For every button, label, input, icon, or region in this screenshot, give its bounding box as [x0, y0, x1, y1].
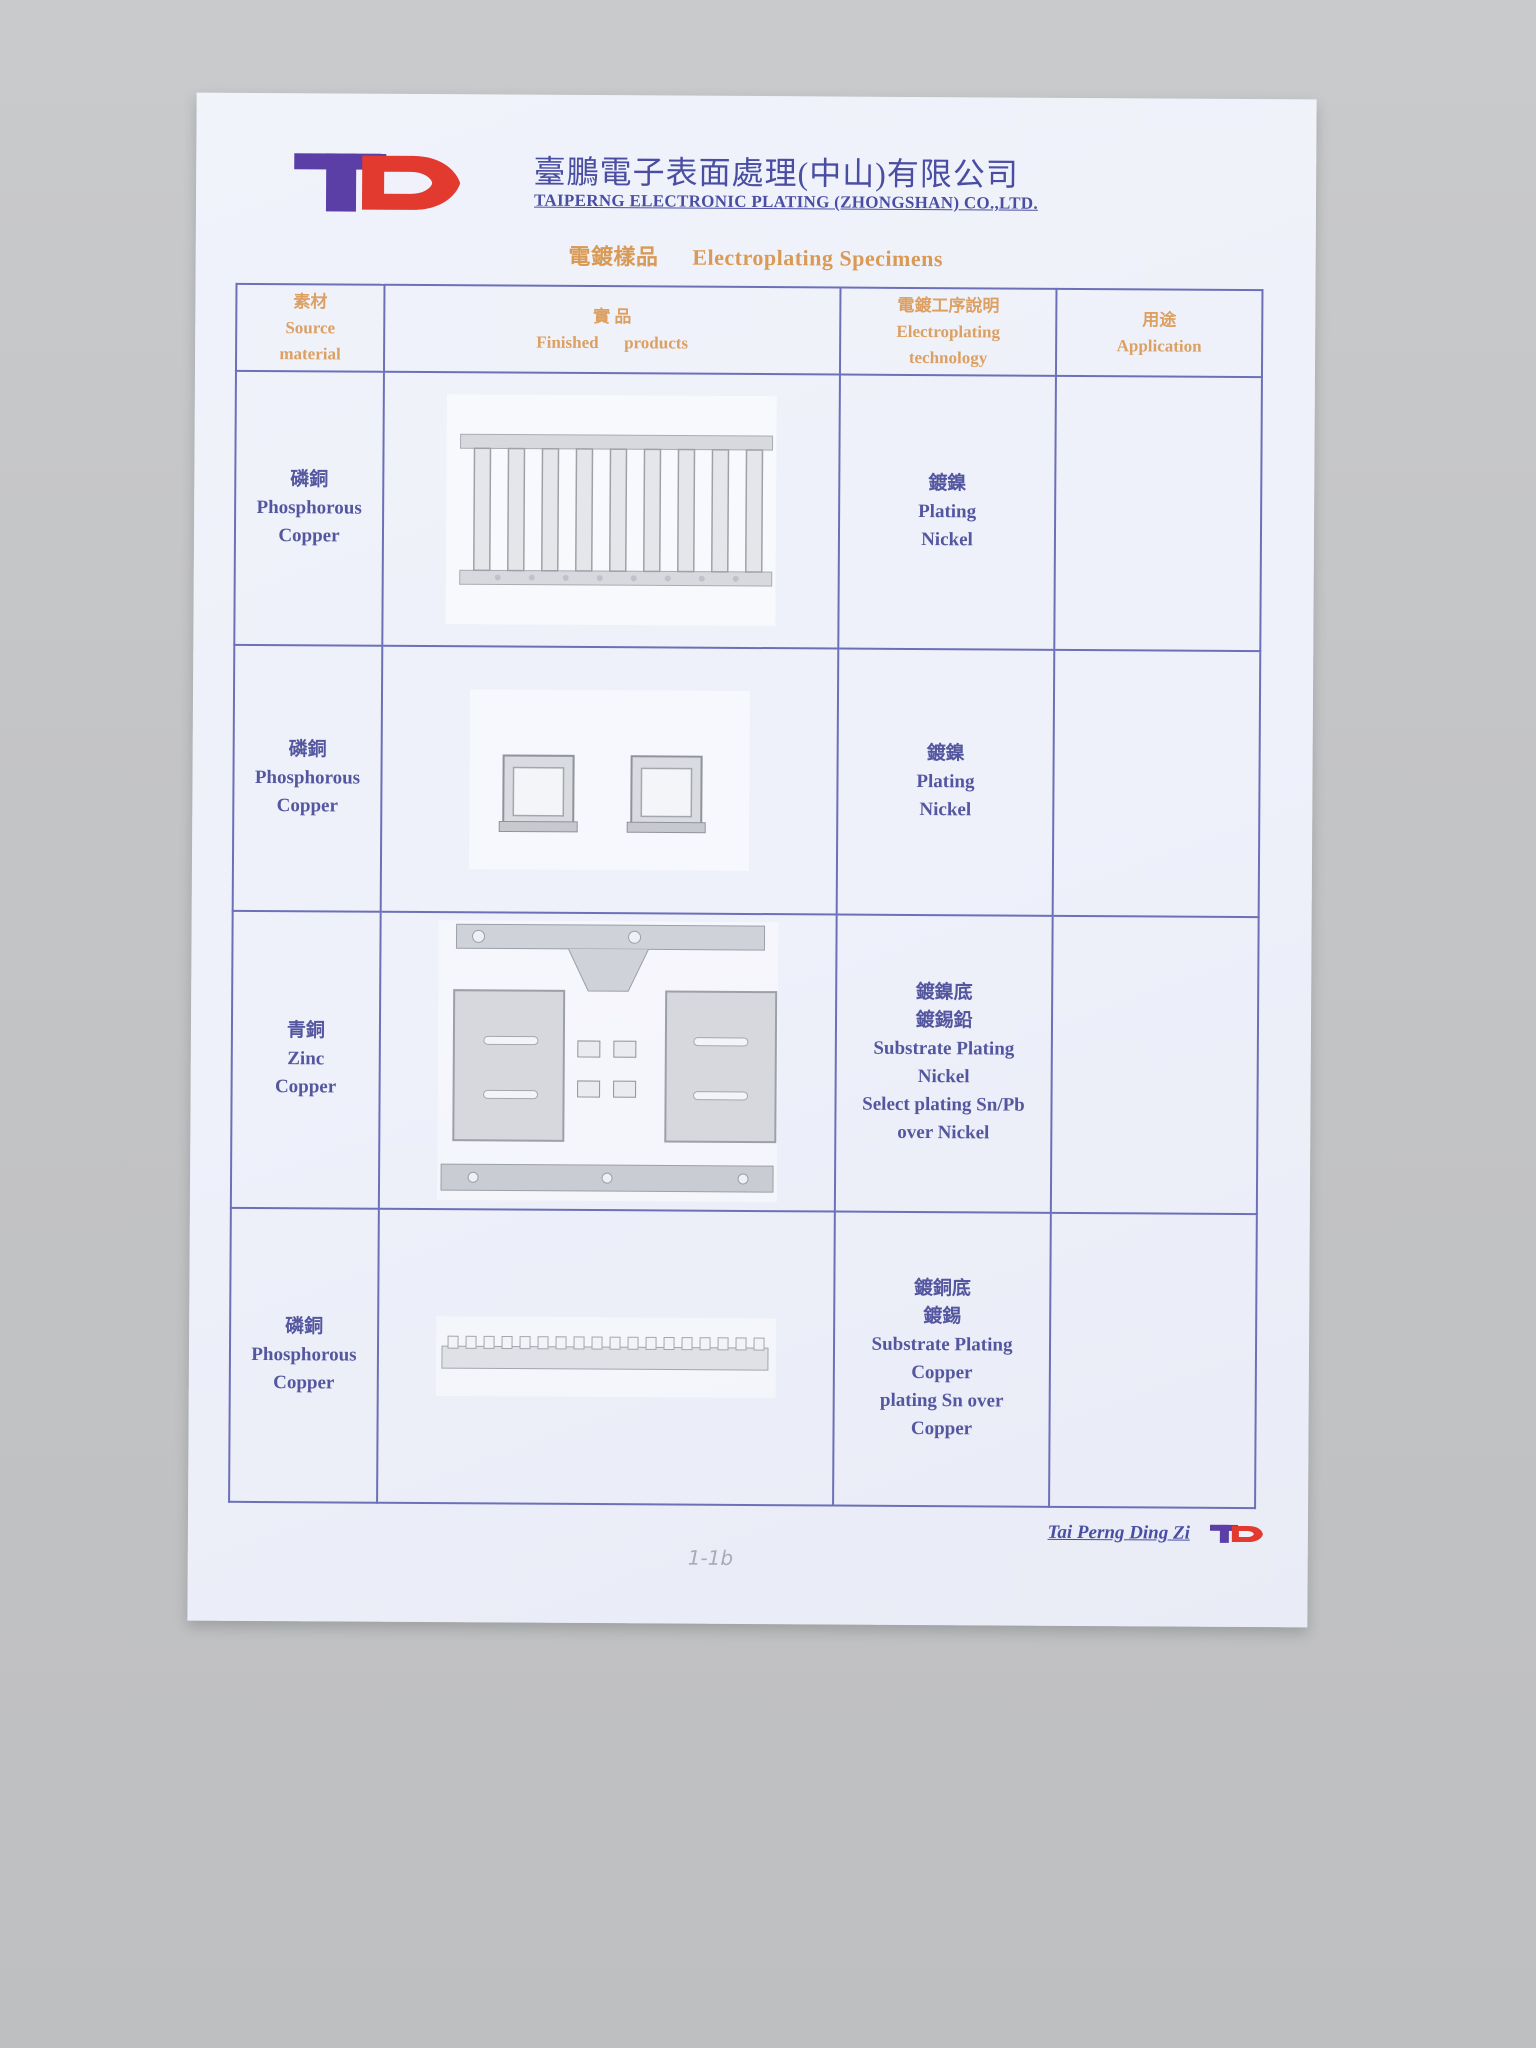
handwritten-note: 1-1b — [687, 1545, 734, 1570]
application-cell — [1054, 376, 1262, 652]
specimen-cell — [380, 646, 839, 915]
specimen-sheet: 臺鵬電子表面處理(中山)有限公司 TAIPERNG ELECTRONIC PLA… — [187, 92, 1317, 1628]
shield-boxes-icon — [468, 689, 751, 872]
table-row: 磷銅 Phosphorous Copper — [234, 371, 1262, 652]
company-name-chinese: 臺鵬電子表面處理(中山)有限公司 — [533, 153, 1019, 193]
company-name-english: TAIPERNG ELECTRONIC PLATING (ZHONGSHAN) … — [534, 190, 1038, 213]
company-logo-icon — [294, 153, 461, 212]
technology-cell: 鍍銅底 鍍錫 Substrate Plating Copper plating … — [833, 1211, 1051, 1507]
specimen-cell — [377, 1208, 835, 1506]
technology-cell: 鍍鎳 Plating Nickel — [838, 374, 1056, 651]
header-application: 用途 Application — [1055, 288, 1263, 378]
specimen-cell — [382, 372, 840, 649]
document-title: 電鍍樣品 Electroplating Specimens — [446, 238, 1066, 274]
table-row: 磷銅 Phosphorous Copper — [232, 645, 1261, 918]
material-cell: 磷銅 Phosphorous Copper — [229, 1207, 379, 1503]
material-cell: 磷銅 Phosphorous Copper — [232, 645, 383, 912]
technology-cell: 鍍鎳 Plating Nickel — [836, 648, 1055, 917]
title-chinese: 電鍍樣品 — [568, 243, 659, 270]
application-cell — [1052, 650, 1261, 918]
material-cell: 磷銅 Phosphorous Copper — [234, 371, 384, 647]
terminal-strip-icon — [445, 394, 777, 627]
technology-cell: 鍍鎳底 鍍錫鉛 Substrate Plating Nickel Select … — [834, 914, 1053, 1213]
table-row: 青銅 Zinc Copper — [230, 911, 1259, 1214]
footer-brand-name: Tai Perng Ding Zi — [1047, 1521, 1190, 1544]
specimen-table: 素材 Source material 實 品 Finished products… — [228, 283, 1263, 1509]
header-finished-products: 實 品 Finished products — [383, 284, 841, 375]
specimen-cell — [378, 911, 837, 1212]
application-cell — [1049, 1212, 1257, 1509]
table-row: 磷銅 Phosphorous Copper — [229, 1207, 1257, 1509]
title-english: Electroplating Specimens — [692, 244, 944, 272]
header-source-material: 素材 Source material — [235, 283, 385, 373]
header-electroplating-technology: 電鍍工序說明 Electroplating technology — [839, 287, 1057, 377]
card-connector-frame-icon — [436, 920, 779, 1203]
footer-logo-icon — [1209, 1524, 1263, 1543]
pin-reel-strip-icon — [435, 1315, 777, 1398]
application-cell — [1050, 916, 1259, 1214]
material-cell: 青銅 Zinc Copper — [230, 911, 381, 1209]
table-header-row: 素材 Source material 實 品 Finished products… — [235, 283, 1263, 378]
